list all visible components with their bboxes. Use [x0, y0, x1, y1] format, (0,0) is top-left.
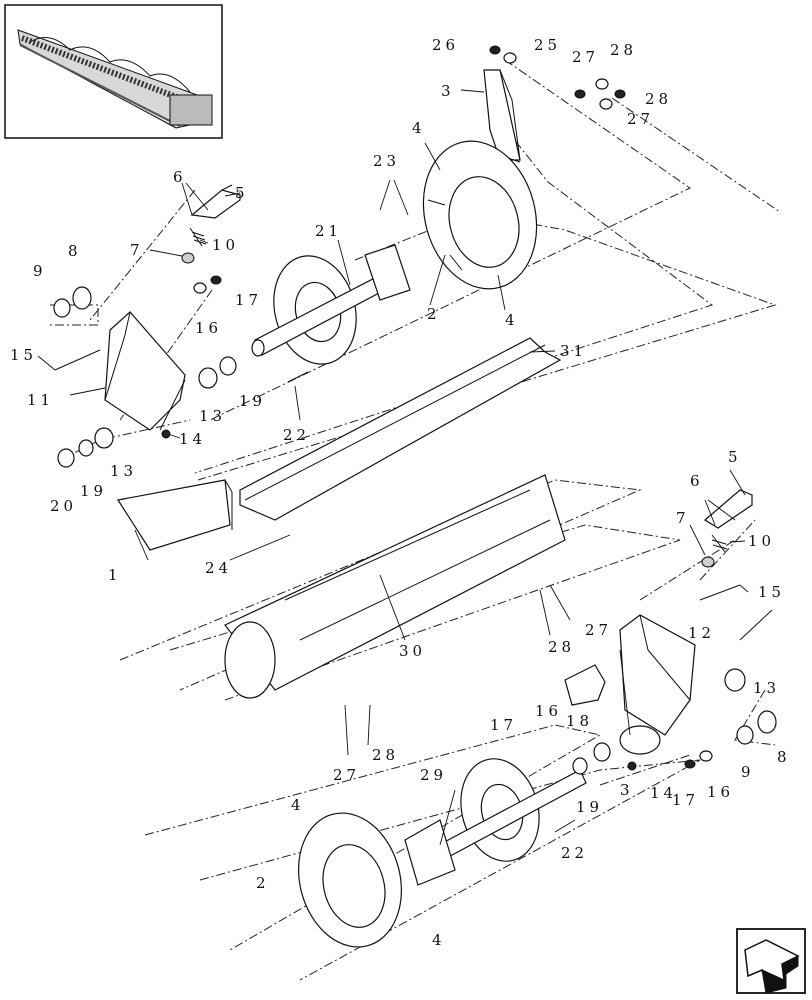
- callout-28: 28: [372, 746, 399, 764]
- callout-26: 26: [432, 36, 459, 54]
- callout-19: 19: [576, 798, 603, 816]
- callout-17: 17: [235, 291, 262, 309]
- left-bushings: [53, 275, 222, 318]
- part-1-panel: [117, 479, 233, 551]
- part-21-shaft-upper: [251, 244, 411, 365]
- callout-13: 13: [110, 462, 137, 480]
- callout-4: 4: [432, 931, 446, 949]
- callout-18: 18: [566, 712, 593, 730]
- callout-27: 27: [333, 766, 360, 784]
- callout-7: 7: [676, 509, 690, 527]
- callout-5: 5: [235, 184, 249, 202]
- right-hardware: [699, 584, 777, 745]
- callout-2: 2: [256, 874, 270, 892]
- callout-21: 21: [315, 222, 342, 240]
- callout-14: 14: [650, 784, 677, 802]
- callout-11: 11: [27, 391, 54, 409]
- part-12-bracket-right: [619, 614, 696, 736]
- callout-17: 17: [490, 716, 517, 734]
- callout-27: 27: [627, 110, 654, 128]
- part-18-bracket: [564, 664, 606, 706]
- callout-14: 14: [179, 430, 206, 448]
- callout-22: 22: [283, 426, 310, 444]
- part-10-spring-right: [701, 534, 728, 568]
- callout-15: 15: [758, 583, 785, 601]
- callout-4: 4: [412, 119, 426, 137]
- callout-6: 6: [690, 472, 704, 490]
- callout-8: 8: [777, 748, 791, 766]
- callout-22: 22: [561, 844, 588, 862]
- callout-10: 10: [748, 532, 775, 550]
- part-5-handle-right: [703, 489, 753, 529]
- part-11-bracket-left: [104, 311, 186, 431]
- callout-15: 15: [10, 346, 37, 364]
- left-hardware: [54, 349, 309, 468]
- callout-19: 19: [80, 482, 107, 500]
- callout-16: 16: [535, 702, 562, 720]
- callout-8: 8: [68, 242, 82, 260]
- callout-5: 5: [728, 448, 742, 466]
- part-4-lower-disc: [297, 812, 403, 948]
- callout-28: 28: [548, 638, 575, 656]
- part-5-handle-left: [190, 184, 241, 219]
- callout-20: 20: [50, 497, 77, 515]
- callout-30: 30: [399, 642, 426, 660]
- hardware-top: [489, 45, 626, 110]
- callout-23: 23: [373, 152, 400, 170]
- callout-labels: 26 25 27 28 28 27 3 4 23 6 5 21 7 10 8 9…: [10, 36, 791, 949]
- callout-6: 6: [173, 168, 187, 186]
- callout-3: 3: [441, 82, 455, 100]
- callout-13: 13: [753, 679, 780, 697]
- callout-10: 10: [212, 236, 239, 254]
- part-31-angle-bar: [239, 337, 562, 521]
- callout-27: 27: [585, 621, 612, 639]
- callout-31: 31: [560, 342, 587, 360]
- callout-3: 3: [620, 781, 634, 799]
- header-assembly-thumbnail: [4, 4, 223, 139]
- callout-2: 2: [427, 305, 441, 323]
- callout-7: 7: [130, 241, 144, 259]
- callout-13: 13: [199, 407, 226, 425]
- callout-25: 25: [534, 36, 561, 54]
- callout-4: 4: [505, 311, 519, 329]
- part-4-upper-disc: [422, 140, 538, 290]
- callout-17: 17: [672, 791, 699, 809]
- callout-4: 4: [291, 796, 305, 814]
- callout-16: 16: [195, 319, 222, 337]
- part-10-spring-left: [181, 227, 207, 264]
- part-29-shaft-lower: [404, 725, 661, 886]
- callout-29: 29: [420, 766, 447, 784]
- callout-9: 9: [741, 763, 755, 781]
- callout-28: 28: [610, 41, 637, 59]
- part-30-drum: [224, 474, 566, 699]
- callout-27: 27: [572, 48, 599, 66]
- callout-19: 19: [239, 392, 266, 410]
- callout-28: 28: [645, 90, 672, 108]
- callout-1: 1: [108, 566, 122, 584]
- leader-lines: [37, 89, 749, 846]
- callout-9: 9: [33, 262, 47, 280]
- callout-12: 12: [688, 624, 715, 642]
- right-lower-hardware: [554, 750, 713, 833]
- callout-16: 16: [707, 783, 734, 801]
- callout-24: 24: [205, 559, 232, 577]
- next-page-arrow-icon[interactable]: [736, 928, 806, 994]
